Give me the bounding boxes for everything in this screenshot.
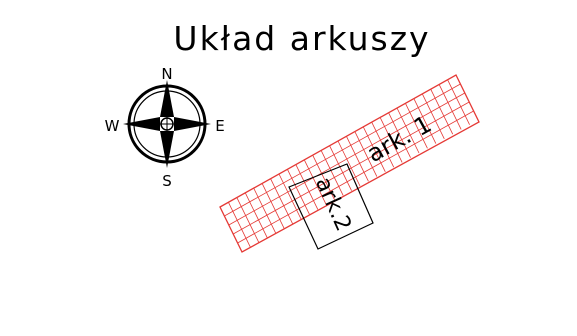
hatch-line — [388, 112, 411, 158]
page-title: Układ arkuszy — [173, 19, 430, 58]
hatch-line — [253, 187, 277, 234]
hatch-line — [421, 93, 445, 140]
hatch-line — [329, 145, 352, 191]
hatch-line — [405, 103, 428, 149]
hatch-line — [396, 107, 420, 154]
compass-west-label: W — [105, 117, 120, 135]
hatch-line — [447, 79, 470, 125]
sheet-1-strip — [219, 74, 480, 253]
hatch-line — [261, 183, 285, 229]
hatch-line — [337, 140, 361, 187]
hatch-line — [379, 117, 403, 163]
hatch-line — [295, 164, 319, 210]
hatch-line — [233, 101, 470, 235]
hatch-line — [346, 136, 369, 182]
hatch-line — [228, 202, 251, 248]
sheet-1-hatch — [224, 79, 474, 248]
compass-north-label: N — [161, 65, 172, 83]
compass-east-label: E — [215, 117, 224, 135]
hatch-line — [228, 92, 465, 226]
hatch-line — [224, 83, 461, 217]
compass-rose-icon — [123, 80, 211, 168]
hatch-line — [438, 84, 462, 130]
hatch-line — [236, 197, 260, 243]
hatch-line — [371, 121, 395, 168]
hatch-line — [278, 173, 302, 220]
hatch-line — [354, 131, 378, 177]
sheet-1-outline — [219, 74, 480, 253]
compass-south-label: S — [162, 172, 172, 190]
hatch-line — [362, 126, 386, 173]
hatch-line — [270, 178, 293, 224]
hatch-line — [287, 169, 310, 215]
hatch-line — [244, 192, 268, 239]
hatch-line — [320, 150, 344, 196]
hatch-line — [303, 159, 327, 206]
hatch-line — [237, 110, 474, 244]
sheet-2-outline — [288, 163, 374, 250]
hatch-line — [312, 154, 336, 201]
hatch-line — [430, 88, 454, 135]
hatch-line — [413, 98, 437, 144]
sheet-2-label: ark.2 — [310, 174, 356, 236]
